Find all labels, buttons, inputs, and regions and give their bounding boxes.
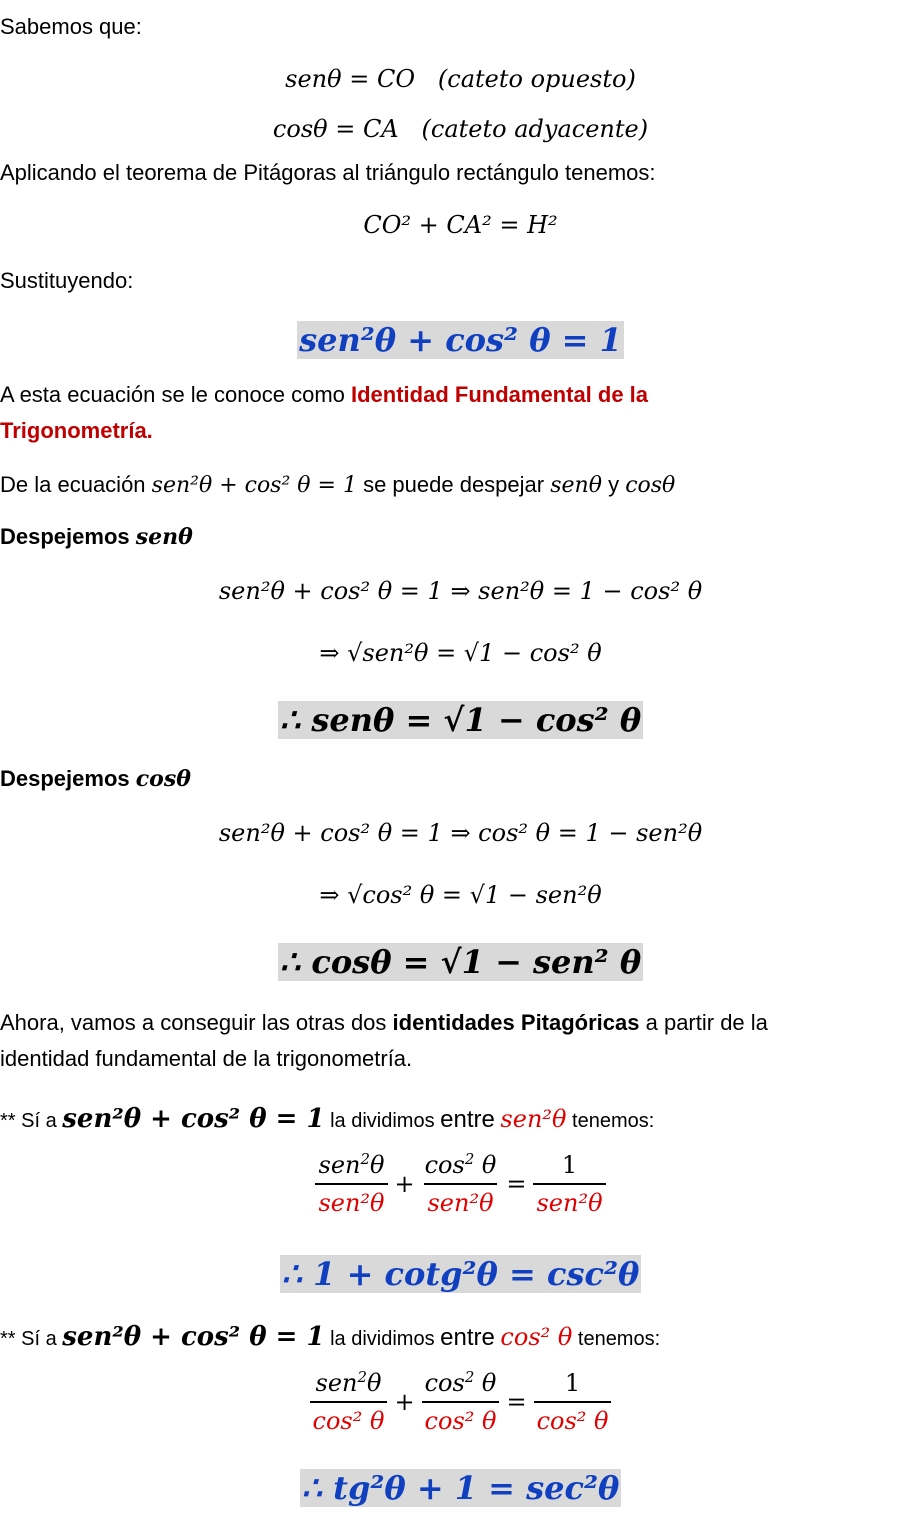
div2-text: ** Sí a sen²θ + cos² θ = 1 la dividimos … xyxy=(0,1322,660,1354)
sen-def-equation: senθ = CO xyxy=(285,65,415,93)
cos-result: ∴ cosθ = √1 − sen² θ xyxy=(0,940,921,984)
heading-sen-var: senθ xyxy=(135,524,193,550)
div1-entre: entre xyxy=(440,1106,495,1133)
ahora-post: a partir de la xyxy=(639,1010,768,1035)
sen-step1: sen²θ + cos² θ = 1 ⇒ sen²θ = 1 − cos² θ xyxy=(218,577,703,605)
div2-prefix: ** Sí a xyxy=(0,1328,63,1350)
despejar-text: De la ecuación sen²θ + cos² θ = 1 se pue… xyxy=(0,470,675,501)
div2-equation: sen²θ + cos² θ = 1 xyxy=(62,1322,325,1352)
fundamental-identity: sen²θ + cos² θ = 1 xyxy=(0,318,921,362)
div2-result-eq: ∴ tg²θ + 1 = sec²θ xyxy=(299,1469,622,1507)
heading-cos-label: Despejemos xyxy=(0,766,130,791)
despejar-sen: senθ xyxy=(550,473,602,498)
div1-den-c: sen²θ xyxy=(533,1183,606,1218)
despejar-y: y xyxy=(601,472,626,497)
div2-result: ∴ tg²θ + 1 = sec²θ xyxy=(0,1466,921,1510)
div1-post: tenemos: xyxy=(566,1110,655,1132)
div2-den-b: cos² θ xyxy=(421,1401,500,1436)
div1-text: ** Sí a sen²θ + cos² θ = 1 la dividimos … xyxy=(0,1104,654,1136)
div1-result-eq: ∴ 1 + cotg²θ = csc²θ xyxy=(279,1255,642,1293)
despejar-cos: cosθ xyxy=(625,473,676,498)
sustituyendo-text: Sustituyendo: xyxy=(0,268,134,293)
ahora-bold: identidades Pitagóricas xyxy=(392,1010,640,1035)
ahora-pre: Ahora, vamos a conseguir las otras dos xyxy=(0,1010,393,1035)
identity-description-pre: A esta ecuación se le conoce como xyxy=(0,382,351,407)
cos-def-note: (cateto adyacente) xyxy=(421,115,649,143)
div1-divisor: sen²θ xyxy=(500,1105,567,1133)
sen-step2: ⇒ √sen²θ = √1 − cos² θ xyxy=(319,639,602,667)
div1-mid: la dividimos xyxy=(324,1110,441,1132)
sen-definition: senθ = CO (cateto opuesto) xyxy=(0,62,921,96)
div2-mid: la dividimos xyxy=(324,1328,441,1350)
div2-den-a: cos² θ xyxy=(309,1401,388,1436)
despejar-equation: sen²θ + cos² θ = 1 xyxy=(151,473,357,498)
div1-equation: sen²θ + cos² θ = 1 xyxy=(62,1104,325,1134)
cos-definition: cosθ = CA (cateto adyacente) xyxy=(0,112,921,146)
div2-den-c: cos² θ xyxy=(533,1401,612,1436)
identity-name-part2: Trigonometría. xyxy=(0,418,153,443)
pitagoras-text: Aplicando el teorema de Pitágoras al tri… xyxy=(0,160,656,185)
despejar-mid: se puede despejar xyxy=(356,472,551,497)
sen-result: ∴ senθ = √1 − cos² θ xyxy=(0,698,921,742)
div2-post: tenemos: xyxy=(572,1328,661,1350)
pitagoras-equation: CO² + CA² = H² xyxy=(363,211,558,239)
ahora-line2: identidad fundamental de la trigonometrí… xyxy=(0,1046,413,1071)
sen-def-note: (cateto opuesto) xyxy=(437,65,636,93)
div1-den-b: sen²θ xyxy=(424,1183,497,1218)
cos-def-equation: cosθ = CA xyxy=(272,115,399,143)
fundamental-identity-eq: sen²θ + cos² θ = 1 xyxy=(297,321,624,359)
heading-sen-label: Despejemos xyxy=(0,524,130,549)
ahora-line1: Ahora, vamos a conseguir las otras dos i… xyxy=(0,1008,768,1038)
intro-text: Sabemos que: xyxy=(0,14,142,39)
heading-cos-var: cosθ xyxy=(135,766,191,792)
identity-name-part1: Identidad Fundamental de la xyxy=(351,382,649,407)
div1-den-a: sen²θ xyxy=(315,1183,388,1218)
heading-despejemos-sen: Despejemos senθ xyxy=(0,522,193,552)
cos-step2: ⇒ √cos² θ = √1 − sen²θ xyxy=(319,881,602,909)
sen-result-eq: ∴ senθ = √1 − cos² θ xyxy=(277,701,644,739)
div1-prefix: ** Sí a xyxy=(0,1110,63,1132)
despejar-pre: De la ecuación xyxy=(0,472,152,497)
div1-result: ∴ 1 + cotg²θ = csc²θ xyxy=(0,1252,921,1296)
cos-result-eq: ∴ cosθ = √1 − sen² θ xyxy=(277,943,644,981)
div2-entre: entre xyxy=(440,1324,495,1351)
heading-despejemos-cos: Despejemos cosθ xyxy=(0,764,191,794)
div2-divisor: cos² θ xyxy=(500,1323,573,1351)
cos-step1: sen²θ + cos² θ = 1 ⇒ cos² θ = 1 − sen²θ xyxy=(218,819,703,847)
identity-description-line1: A esta ecuación se le conoce como Identi… xyxy=(0,380,648,410)
